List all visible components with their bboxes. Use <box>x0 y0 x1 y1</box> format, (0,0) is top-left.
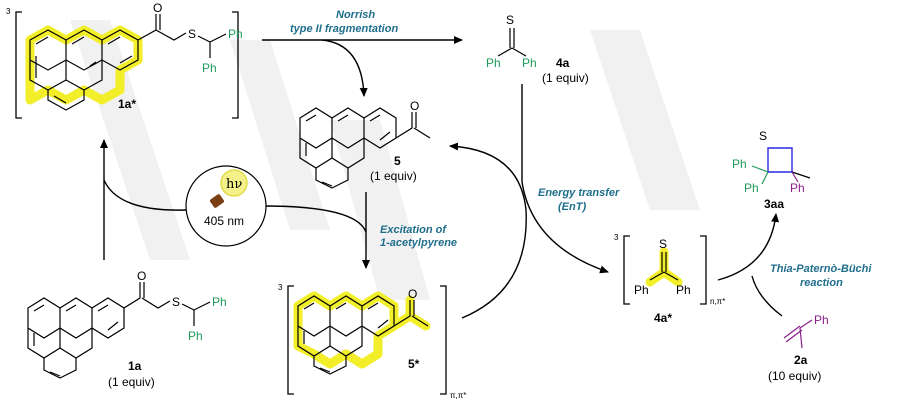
bracket-right <box>700 235 707 305</box>
bracket-right <box>232 11 239 119</box>
compound-label: 5* <box>408 357 420 371</box>
arrow-label: type II fragmentation <box>290 23 398 35</box>
compound-3aa: S Ph Ph Ph 3aa <box>732 129 811 211</box>
bracket-right <box>440 285 447 395</box>
sulfur-atom: S <box>759 129 767 143</box>
photo-excitation-arrow <box>100 139 187 260</box>
norrish-arrow: Norrish type II fragmentation <box>262 9 463 97</box>
compound-1a: O S Ph Ph 1a (1 equiv) <box>27 269 227 389</box>
state-label: π,π* <box>450 391 466 400</box>
multiplicity: 3 <box>6 7 11 16</box>
ph-group: Ph <box>814 313 829 327</box>
ph-group: Ph <box>188 329 203 343</box>
equiv-text: (1 equiv) <box>370 169 417 183</box>
lightbulb-icon <box>220 169 248 197</box>
compound-5: O 5 (1 equiv) <box>299 99 431 189</box>
compound-label: 3aa <box>764 197 784 211</box>
compound-5-star: 3 π,π* O 5* <box>278 283 466 400</box>
sulfur-atom: S <box>659 237 667 251</box>
light-source: hν 405 nm <box>185 165 267 247</box>
bracket-left <box>15 11 22 119</box>
compound-label: 4a <box>556 56 570 70</box>
compound-label: 1a* <box>118 97 136 111</box>
ph-group: Ph <box>212 295 227 309</box>
arrow-label: reaction <box>800 277 843 289</box>
tpb-arrow: Thia-Paternò-Büchi reaction <box>717 213 872 317</box>
sulfur-atom: S <box>188 27 196 41</box>
ph-group: Ph <box>732 157 747 171</box>
arrow-label: Norrish <box>336 9 375 21</box>
oxygen-atom: O <box>408 287 417 301</box>
arrow-label: 1-acetylpyrene <box>380 237 457 249</box>
ph-group: Ph <box>790 181 805 195</box>
ph-group: Ph <box>202 61 217 75</box>
compound-4a-star: 3 n,π* S Ph Ph 4a* <box>614 233 725 325</box>
ph-group: Ph <box>744 181 759 195</box>
watermark <box>70 20 700 300</box>
ph-group: Ph <box>228 27 243 41</box>
oxygen-atom: O <box>137 269 146 283</box>
arrow-label: Excitation of <box>380 224 447 236</box>
multiplicity: 3 <box>614 233 619 242</box>
arrow-label: Thia-Paternò-Büchi <box>770 263 872 275</box>
oxygen-atom: O <box>153 1 162 15</box>
equiv-text: (10 equiv) <box>768 369 821 383</box>
arrow-label: (EnT) <box>558 201 586 213</box>
pyrene-core <box>29 29 139 111</box>
oxygen-atom: O <box>410 99 419 113</box>
ph-group: Ph <box>634 283 649 297</box>
excitation-arrow: Excitation of 1-acetylpyrene <box>263 192 457 269</box>
arrow-label: Energy transfer <box>538 187 620 199</box>
multiplicity: 3 <box>278 283 283 292</box>
compound-2a: Ph 2a (10 equiv) <box>768 313 829 383</box>
photon-symbol: hν <box>226 177 242 192</box>
wavelength-text: 405 nm <box>204 214 244 228</box>
sulfur-atom: S <box>172 295 180 309</box>
bracket-left <box>287 285 294 395</box>
compound-1a-star: 3 O S Ph Ph 1a* <box>6 1 243 119</box>
equiv-text: (1 equiv) <box>542 71 589 85</box>
compound-4a: S Ph Ph 4a (1 equiv) <box>486 13 589 85</box>
ph-group: Ph <box>676 283 691 297</box>
compound-label: 1a <box>128 359 142 373</box>
lightbulb-base-icon <box>210 194 224 208</box>
sulfur-atom: S <box>506 13 514 27</box>
ph-group: Ph <box>522 56 537 70</box>
bracket-left <box>623 235 630 305</box>
state-label: n,π* <box>710 297 725 306</box>
compound-label: 2a <box>794 353 808 367</box>
equiv-text: (1 equiv) <box>108 375 155 389</box>
ph-group: Ph <box>486 56 501 70</box>
compound-label: 5 <box>394 154 401 168</box>
energy-transfer-arrows: Energy transfer (EnT) <box>449 84 620 319</box>
compound-label: 4a* <box>654 311 672 325</box>
